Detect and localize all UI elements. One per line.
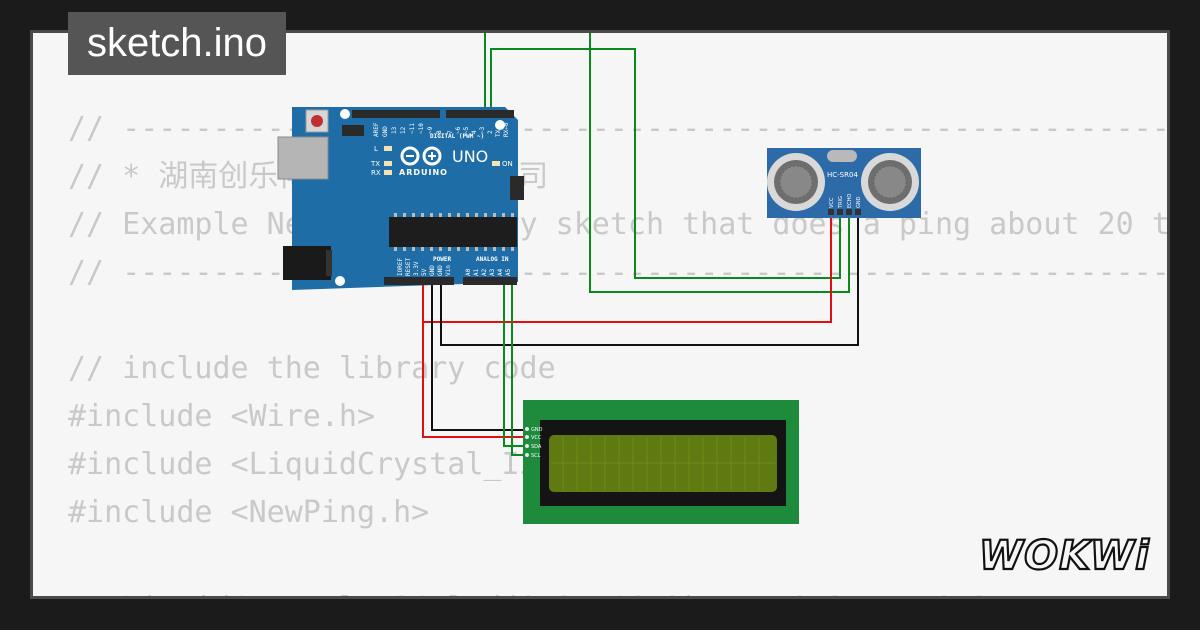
pin-label-d2: 2 bbox=[487, 130, 494, 134]
pin-label-a0: A0 bbox=[465, 268, 472, 276]
sensor-pin[interactable] bbox=[837, 209, 843, 215]
pin-label-d10: ~10 bbox=[418, 123, 425, 134]
digital-header bbox=[352, 110, 440, 118]
led-on bbox=[492, 161, 500, 166]
power-jack bbox=[283, 246, 331, 280]
pin-label-d6: ~6 bbox=[455, 126, 462, 134]
wire-black[interactable] bbox=[440, 210, 859, 346]
atmega-chip bbox=[389, 217, 517, 247]
mount-hole bbox=[335, 276, 345, 286]
mount-hole bbox=[340, 109, 350, 119]
hc-sr04-sensor[interactable]: HC-SR04 VCC TRIG ECHO GND bbox=[767, 148, 921, 218]
led-on-label: ON bbox=[502, 160, 513, 168]
project-title[interactable]: sketch.ino bbox=[68, 12, 286, 75]
wire-green[interactable] bbox=[490, 48, 841, 279]
pin-label-5v: 5V bbox=[421, 268, 428, 276]
wokwi-logo[interactable]: WOKWi bbox=[975, 525, 1155, 580]
wire-green[interactable] bbox=[589, 33, 850, 293]
pin-label-d8: 8 bbox=[436, 130, 443, 134]
pin-label-gnd1: GND bbox=[429, 265, 436, 276]
pin-label-3v3: 3.3V bbox=[413, 261, 420, 276]
led-tx bbox=[384, 161, 392, 166]
arduino-uno[interactable]: AREF GND 13 12 ~11 ~10 ~9 8 7 ~6 ~5 4 ~3… bbox=[277, 107, 524, 290]
sensor-pin[interactable] bbox=[855, 209, 861, 215]
ultrasonic-transducer-icon bbox=[861, 153, 919, 211]
wire-black[interactable] bbox=[431, 280, 527, 431]
pin-label-gnd2: GND bbox=[437, 265, 444, 276]
code-line: // LiquidCrystal_I2C lcd(0x27,16,2); // … bbox=[68, 585, 1167, 596]
pin-label-d5: ~5 bbox=[463, 126, 470, 134]
mount-hole bbox=[495, 120, 505, 130]
code-line: #include <NewPing.h> bbox=[68, 495, 430, 530]
wire-red[interactable] bbox=[422, 300, 527, 438]
digital-header bbox=[446, 110, 514, 118]
pin-label-aref: AREF bbox=[373, 122, 380, 137]
analog-label: ANALOG IN bbox=[476, 256, 509, 263]
code-line: // include the library code bbox=[68, 351, 556, 386]
pin-label-d11: ~11 bbox=[409, 123, 416, 134]
sensor-pin[interactable] bbox=[846, 209, 852, 215]
usb-port bbox=[277, 136, 329, 180]
icsp-header bbox=[342, 125, 364, 136]
wire-green[interactable] bbox=[503, 280, 527, 447]
pin-label-rx: RX←0 bbox=[503, 122, 510, 137]
pin-label-tx: TX→1 bbox=[495, 122, 502, 137]
ultrasonic-transducer-icon bbox=[767, 153, 825, 211]
lcd-pin-gnd: GND bbox=[531, 427, 543, 433]
lcd-1602-i2c[interactable]: GND VCC SDA SCL bbox=[523, 400, 799, 524]
arduino-model: UNO bbox=[452, 147, 488, 166]
digital-label: DIGITAL (PWM ~) bbox=[430, 133, 484, 140]
led-l-label: L bbox=[374, 145, 378, 153]
code-line: #include <Wire.h> bbox=[68, 399, 376, 434]
pin-label-d3: ~3 bbox=[479, 126, 486, 134]
pin-label-a1: A1 bbox=[473, 268, 480, 276]
power-label: POWER bbox=[433, 256, 451, 263]
sensor-crystal bbox=[827, 150, 857, 162]
sensor-pin-trig: TRIG bbox=[838, 196, 844, 209]
wires bbox=[422, 33, 859, 456]
pin-label-d13: 13 bbox=[391, 126, 398, 134]
pin-label-d7: 7 bbox=[447, 130, 454, 134]
analog-header bbox=[463, 277, 517, 285]
sensor-pin-gnd: GND bbox=[856, 196, 862, 208]
pin-label-reset: RESET bbox=[405, 258, 412, 276]
led-rx-label: RX bbox=[371, 169, 381, 177]
pin-label-a4: A4 bbox=[497, 268, 504, 276]
power-header bbox=[384, 277, 454, 285]
wire-green[interactable] bbox=[511, 280, 527, 456]
pin-label-gnd: GND bbox=[382, 126, 389, 137]
lcd-character-grid bbox=[551, 437, 775, 490]
led-tx-label: TX bbox=[370, 160, 380, 168]
sensor-pin-echo: ECHO bbox=[847, 194, 853, 208]
pin-label-a5: A5 bbox=[505, 268, 512, 276]
wokwi-logo-text: WOKWi bbox=[979, 533, 1150, 579]
arduino-logo-icon bbox=[400, 146, 442, 166]
sensor-model: HC-SR04 bbox=[827, 171, 858, 179]
pin-label-a2: A2 bbox=[481, 268, 488, 276]
lcd-pin[interactable] bbox=[525, 435, 529, 439]
sensor-pin[interactable] bbox=[828, 209, 834, 215]
pin-label-a3: A3 bbox=[489, 268, 496, 276]
lcd-pin-sda: SDA bbox=[531, 444, 542, 450]
icsp-header-right bbox=[510, 176, 524, 200]
lcd-pin[interactable] bbox=[525, 427, 529, 431]
lcd-pin[interactable] bbox=[525, 444, 529, 448]
led-rx bbox=[384, 170, 392, 175]
lcd-pin-vcc: VCC bbox=[531, 435, 542, 441]
led-l bbox=[384, 146, 392, 151]
pin-label-d4: 4 bbox=[471, 130, 478, 134]
lcd-pin[interactable] bbox=[525, 453, 529, 457]
sensor-pin-vcc: VCC bbox=[829, 197, 835, 208]
lcd-pin-scl: SCL bbox=[531, 453, 541, 459]
pin-label-d9: ~9 bbox=[427, 126, 434, 134]
pin-label-d12: 12 bbox=[400, 126, 407, 134]
pin-label-ioref: IOREF bbox=[397, 258, 404, 276]
arduino-brand: ARDUINO bbox=[399, 168, 448, 177]
pin-label-vin: Vin bbox=[445, 265, 452, 276]
